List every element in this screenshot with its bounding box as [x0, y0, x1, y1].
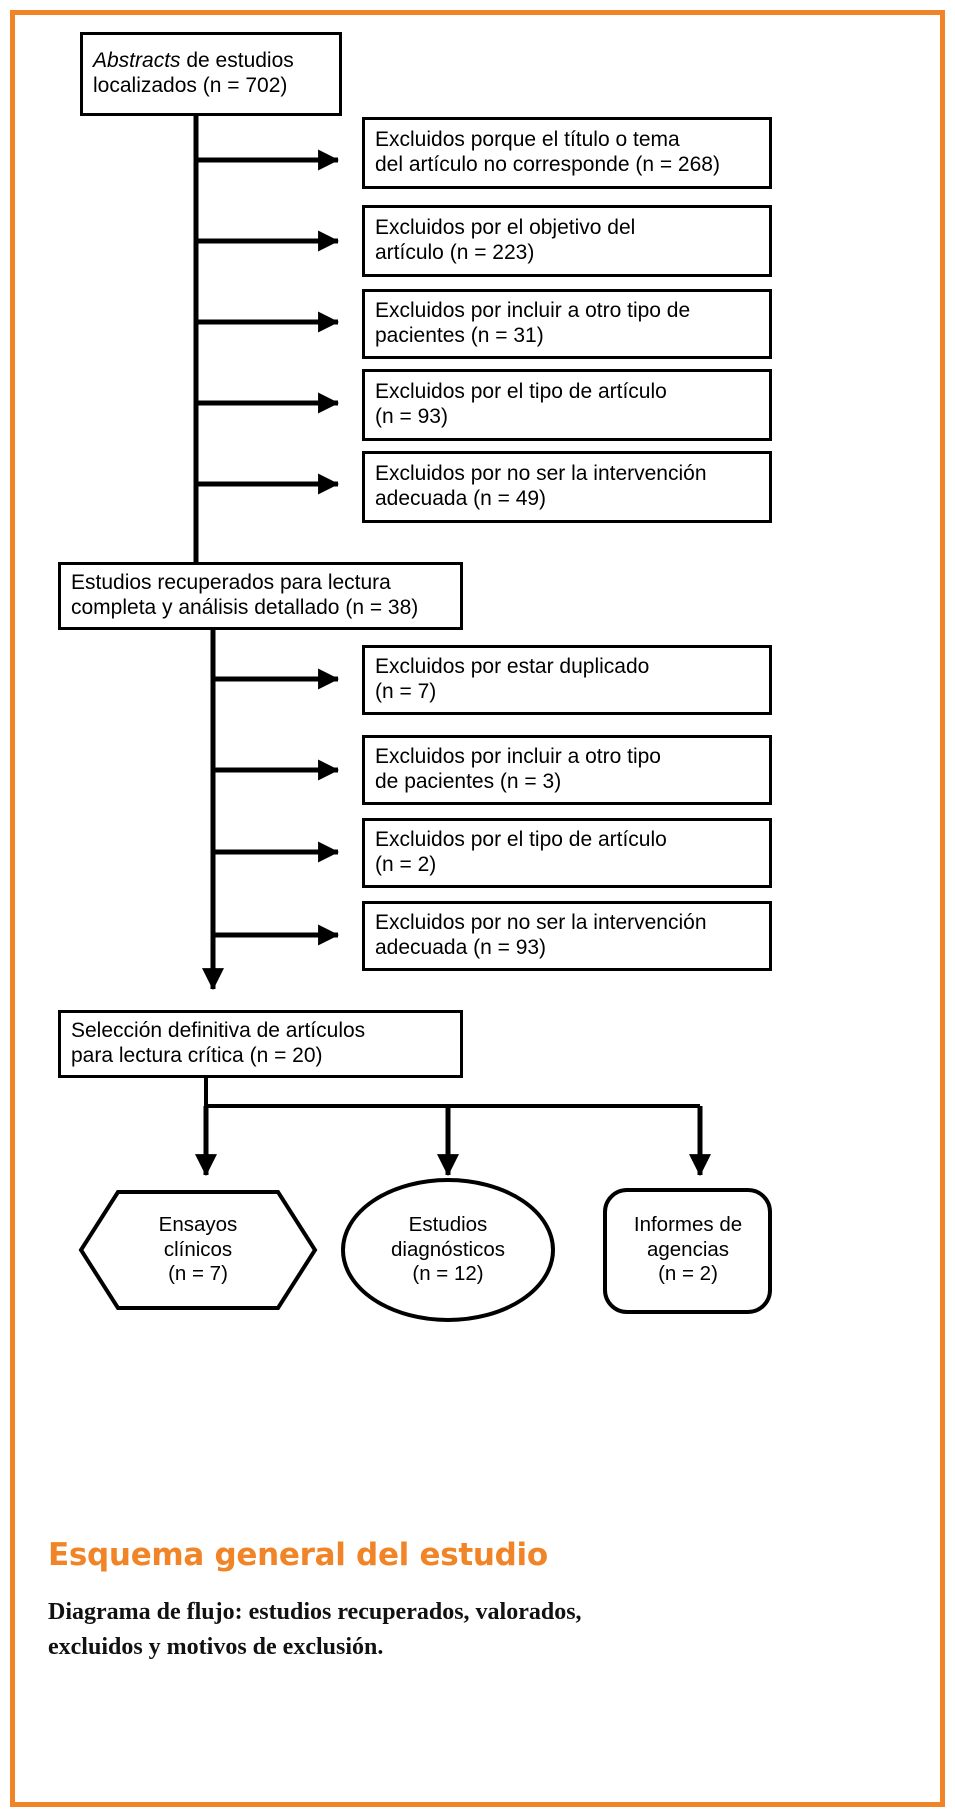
terminal-shape-ellipse — [341, 1178, 555, 1322]
stage1-connectors — [184, 115, 340, 602]
exclusion2-box-duplicated: Excluidos por estar duplicado (n = 7) — [362, 645, 772, 715]
terminal-distribution-connectors — [194, 1078, 712, 1177]
exclusion-box-objective: Excluidos por el objetivo del artículo (… — [362, 205, 772, 277]
terminal-label-agency-reports-text: Informes de agencias (n = 2) — [633, 1213, 743, 1286]
section-caption: Diagrama de flujo: estudios recuperados,… — [48, 1599, 582, 1660]
node-final-selection-text: Selección definitiva de artículos para l… — [71, 1019, 366, 1067]
terminal-shape-hexagon — [78, 1190, 318, 1310]
orange-page-border — [10, 10, 945, 1807]
exclusion2-box-other-patients-text: Excluidos por incluir a otro tipo de pac… — [375, 745, 661, 793]
exclusion-box-title-topic-text: Excluidos porque el título o tema del ar… — [375, 128, 720, 176]
exclusion-box-objective-text: Excluidos por el objetivo del artículo (… — [375, 216, 636, 264]
exclusion-box-other-patients: Excluidos por incluir a otro tipo de pac… — [362, 289, 772, 359]
terminal-label-clinical-trials: Ensayos clínicos (n = 7) — [101, 1207, 295, 1293]
exclusion-box-other-patients-text: Excluidos por incluir a otro tipo de pac… — [375, 299, 691, 347]
exclusion-box-intervention: Excluidos por no ser la intervención ade… — [362, 451, 772, 523]
abstracts-line2: localizados (n = 702) — [93, 74, 288, 97]
abstracts-italic-word: Abstracts — [93, 49, 181, 73]
node-abstracts-located-text: Abstracts de estudios localizados (n = 7… — [93, 49, 294, 99]
terminal-label-diagnostic-studies: Estudios diagnósticos (n = 12) — [348, 1207, 548, 1293]
terminal-shape-rounded-rect — [603, 1188, 772, 1314]
exclusion2-box-other-patients: Excluidos por incluir a otro tipo de pac… — [362, 735, 772, 805]
node-final-selection: Selección definitiva de artículos para l… — [58, 1010, 463, 1078]
exclusion2-box-article-type: Excluidos por el tipo de artículo (n = 2… — [362, 818, 772, 888]
exclusion2-box-article-type-text: Excluidos por el tipo de artículo (n = 2… — [375, 828, 667, 876]
exclusion-box-intervention-text: Excluidos por no ser la intervención ade… — [375, 462, 707, 510]
node-retrieved-studies-text: Estudios recuperados para lectura comple… — [71, 571, 419, 619]
exclusion-box-article-type-text: Excluidos por el tipo de artículo (n = 9… — [375, 380, 667, 428]
node-retrieved-studies: Estudios recuperados para lectura comple… — [58, 562, 463, 630]
exclusion-box-article-type: Excluidos por el tipo de artículo (n = 9… — [362, 369, 772, 441]
exclusion2-box-intervention: Excluidos por no ser la intervención ade… — [362, 901, 772, 971]
terminal-label-diagnostic-studies-text: Estudios diagnósticos (n = 12) — [391, 1213, 505, 1286]
exclusion2-box-duplicated-text: Excluidos por estar duplicado (n = 7) — [375, 655, 650, 703]
abstracts-line1-rest: de estudios — [180, 49, 294, 73]
node-abstracts-located: Abstracts de estudios localizados (n = 7… — [80, 32, 342, 116]
section-title: Esquema general del estudio — [48, 1537, 548, 1573]
stage2-connectors — [201, 629, 340, 991]
exclusion-box-title-topic: Excluidos porque el título o tema del ar… — [362, 117, 772, 189]
terminal-label-clinical-trials-text: Ensayos clínicos (n = 7) — [158, 1213, 238, 1286]
terminal-label-agency-reports: Informes de agencias (n = 2) — [608, 1207, 768, 1293]
exclusion2-box-intervention-text: Excluidos por no ser la intervención ade… — [375, 911, 707, 959]
